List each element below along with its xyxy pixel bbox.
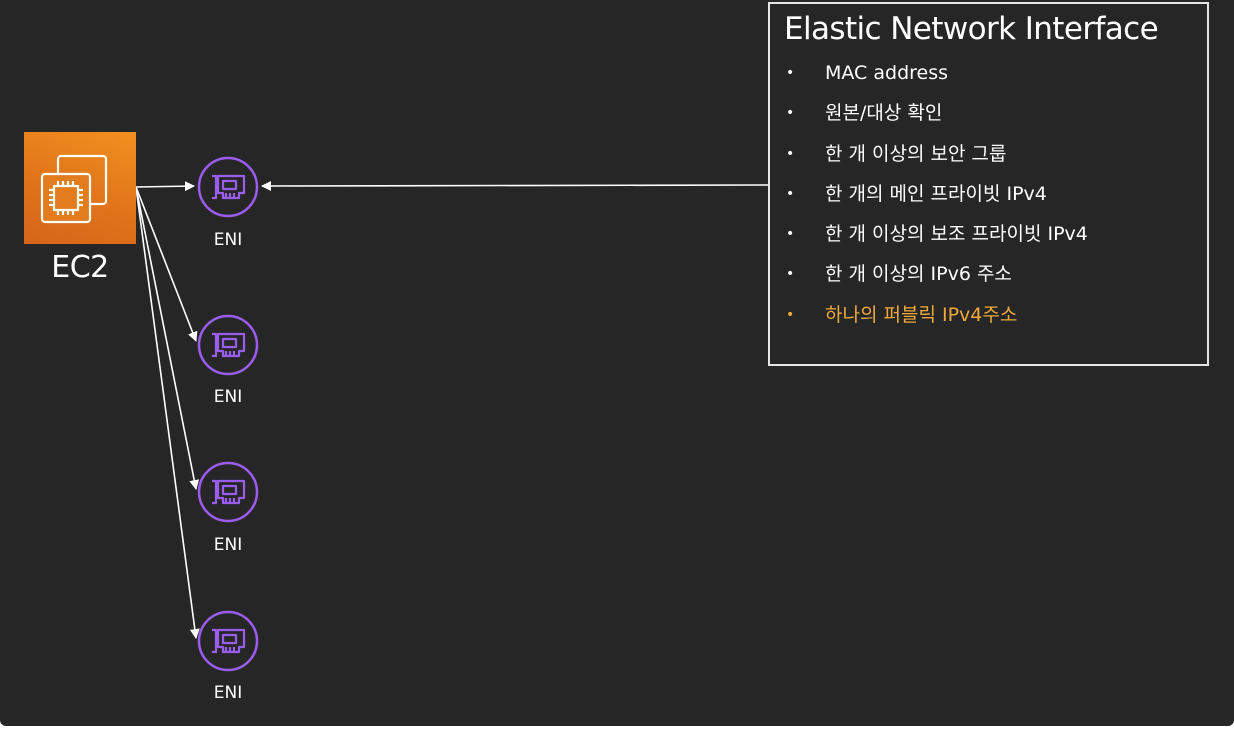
eni-node-3 <box>196 460 260 524</box>
info-item-text: 원본/대상 확인 <box>825 102 943 125</box>
arrow-ec2-to-eni-2 <box>135 186 198 342</box>
bullet-icon: • <box>786 266 795 283</box>
network-interface-icon <box>197 156 259 218</box>
ec2-instance <box>24 132 136 244</box>
network-interface-icon <box>197 314 259 376</box>
info-item-text: MAC address <box>825 62 949 84</box>
bullet-icon: • <box>786 65 795 81</box>
eni-label-2: ENI <box>213 387 243 407</box>
info-item-text: 한 개 이상의 IPv6 주소 <box>825 263 1012 286</box>
eni-info-panel: Elastic Network Interface • MAC address •… <box>768 2 1209 366</box>
info-item-text: 한 개 이상의 보안 그룹 <box>825 142 1007 165</box>
info-panel-title: Elastic Network Interface <box>784 11 1159 47</box>
network-interface-icon <box>197 461 259 523</box>
info-item-text: 한 개의 메인 프라이빗 IPv4 <box>825 182 1047 205</box>
eni-label-3: ENI <box>213 535 243 555</box>
arrow-ec2-to-eni-4 <box>135 186 200 639</box>
bullet-icon: • <box>786 306 795 323</box>
arrow-ec2-to-eni-3 <box>135 186 200 490</box>
info-item-text: 한 개 이상의 보조 프라이빗 IPv4 <box>825 223 1088 246</box>
eni-label-4: ENI <box>213 683 243 703</box>
info-item-text: 하나의 퍼블릭 IPv4주소 <box>825 303 1018 326</box>
network-interface-icon <box>197 610 259 672</box>
bullet-icon: • <box>786 185 795 202</box>
eni-node-4 <box>196 609 260 673</box>
arrow-ec2-to-eni-1 <box>135 181 195 192</box>
eni-node-1 <box>196 155 260 219</box>
arrow-info-to-eni-1 <box>261 180 769 191</box>
ec2-label: EC2 <box>51 250 109 285</box>
eni-node-2 <box>196 313 260 377</box>
bullet-icon: • <box>786 105 795 122</box>
bullet-icon: • <box>786 226 795 243</box>
ec2-instance-icon <box>40 154 108 224</box>
eni-label-1: ENI <box>213 230 243 250</box>
bullet-icon: • <box>786 145 795 162</box>
